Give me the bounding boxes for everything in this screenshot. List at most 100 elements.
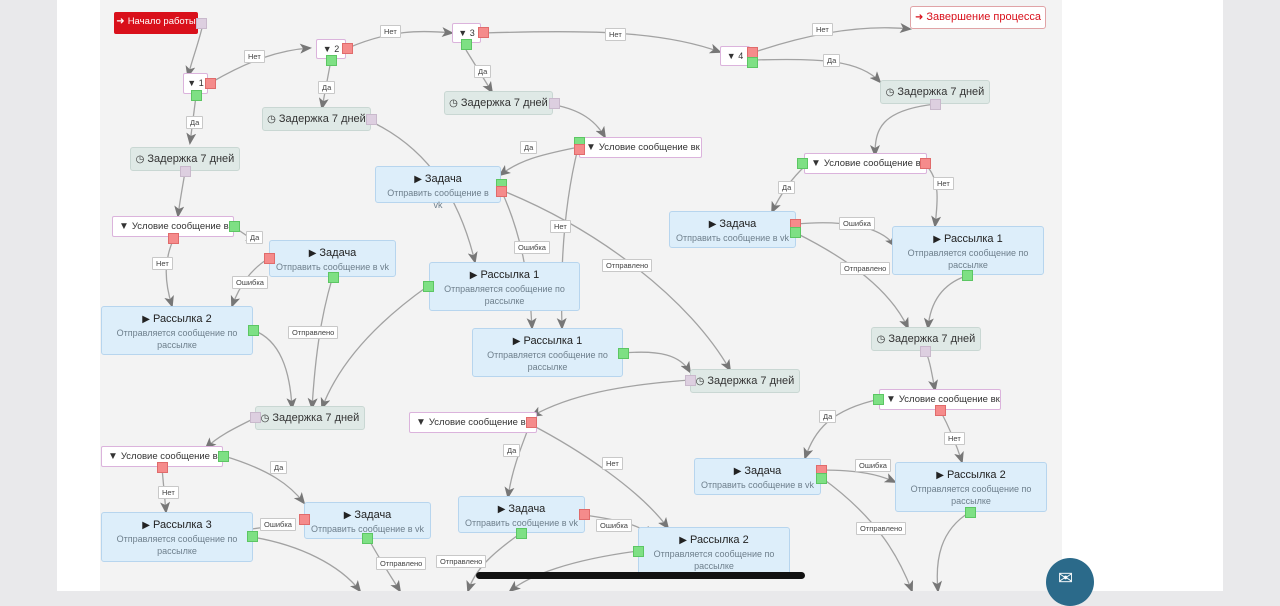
port-yes[interactable]: [797, 158, 808, 169]
port-no[interactable]: [574, 144, 585, 155]
port-no[interactable]: [920, 158, 931, 169]
port-yes[interactable]: [423, 281, 434, 292]
delay-node[interactable]: ◷Задержка 7 дней: [690, 369, 800, 393]
clock-icon: ◷: [876, 334, 886, 345]
condition-label: Условие сообщение вк: [428, 417, 530, 428]
port-no[interactable]: [157, 462, 168, 473]
task-subtitle: Отправить сообщение в vk: [676, 233, 789, 243]
task-subtitle: Отправить сообщение в vk: [465, 518, 578, 528]
funnel-icon: ▼: [322, 44, 332, 54]
port-no[interactable]: [579, 509, 590, 520]
task-title: Задача: [508, 503, 546, 515]
filter-label: 2: [334, 44, 340, 54]
edge-label: Нет: [152, 257, 173, 270]
condition-node[interactable]: ▼Условие сообщение вк: [409, 412, 537, 433]
port-yes[interactable]: [962, 270, 973, 281]
port-yes[interactable]: [461, 39, 472, 50]
port-yes[interactable]: [965, 507, 976, 518]
end-node[interactable]: ➜Завершение процесса: [910, 6, 1046, 29]
play-icon: ▶: [512, 336, 521, 347]
port[interactable]: [250, 412, 261, 423]
port[interactable]: [549, 98, 560, 109]
port-yes[interactable]: [362, 533, 373, 544]
filter-node-4[interactable]: ▼ 4: [720, 46, 750, 66]
port-no[interactable]: [496, 186, 507, 197]
port[interactable]: [930, 99, 941, 110]
edge-label: Да: [474, 65, 492, 78]
clock-icon: ◷: [135, 154, 145, 165]
edge-label: Отправлено: [840, 262, 891, 275]
port-yes[interactable]: [618, 348, 629, 359]
delay-node[interactable]: ◷Задержка 7 дней: [262, 107, 371, 131]
port-no[interactable]: [168, 233, 179, 244]
delay-label: Задержка 7 дней: [278, 113, 366, 125]
port-yes[interactable]: [516, 528, 527, 539]
port-yes[interactable]: [191, 90, 202, 101]
port-yes[interactable]: [326, 55, 337, 66]
edge: [529, 423, 670, 530]
port-yes[interactable]: [790, 227, 801, 238]
edge: [530, 379, 691, 417]
mailing-title: Рассылка 2: [946, 469, 1006, 481]
port-no[interactable]: [342, 43, 353, 54]
port-yes[interactable]: [248, 325, 259, 336]
delay-node[interactable]: ◷Задержка 7 дней: [255, 406, 365, 430]
delay-node[interactable]: ◷Задержка 7 дней: [871, 327, 981, 351]
port-no[interactable]: [264, 253, 275, 264]
funnel-icon: ▼: [886, 394, 896, 405]
port-no[interactable]: [935, 405, 946, 416]
port[interactable]: [685, 375, 696, 386]
edge: [622, 351, 692, 374]
task-title: Задача: [354, 509, 392, 521]
port[interactable]: [920, 346, 931, 357]
port-no[interactable]: [205, 78, 216, 89]
edge-label: Ошибка: [514, 241, 550, 254]
port-yes[interactable]: [229, 221, 240, 232]
task-subtitle: Отправить сообщение в vk: [701, 480, 814, 490]
edge: [347, 27, 454, 49]
edge: [923, 275, 967, 330]
funnel-icon: ▼: [416, 417, 426, 428]
port-yes[interactable]: [747, 57, 758, 68]
port[interactable]: [196, 18, 207, 29]
start-node[interactable]: ➜Начало работы: [114, 12, 198, 34]
port-yes[interactable]: [328, 272, 339, 283]
edge: [821, 477, 914, 591]
port-yes[interactable]: [218, 451, 229, 462]
port-no[interactable]: [526, 417, 537, 428]
condition-node[interactable]: ▼Условие сообщение вк: [579, 137, 702, 158]
delay-label: Задержка 7 дней: [147, 153, 235, 165]
chat-icon[interactable]: ✉: [1046, 558, 1094, 606]
port[interactable]: [366, 114, 377, 125]
port-no[interactable]: [478, 27, 489, 38]
port-yes[interactable]: [873, 394, 884, 405]
port-yes[interactable]: [247, 531, 258, 542]
process-canvas[interactable]: ➜Начало работы ➜Завершение процесса ▼ 1 …: [100, 0, 1062, 591]
port[interactable]: [180, 166, 191, 177]
condition-node[interactable]: ▼Условие сообщение вк: [804, 153, 927, 174]
edge-label: Нет: [812, 23, 833, 36]
play-icon: ▶: [936, 470, 944, 481]
port-yes[interactable]: [633, 546, 644, 557]
mailing-title: Рассылка 3: [152, 519, 212, 531]
edge-label: Да: [186, 116, 204, 129]
play-icon: ▶: [308, 248, 317, 259]
edge: [554, 104, 607, 139]
funnel-icon: ▼: [586, 142, 596, 153]
delay-node[interactable]: ◷Задержка 7 дней: [444, 91, 553, 115]
port-yes[interactable]: [816, 473, 827, 484]
port-no[interactable]: [299, 514, 310, 525]
